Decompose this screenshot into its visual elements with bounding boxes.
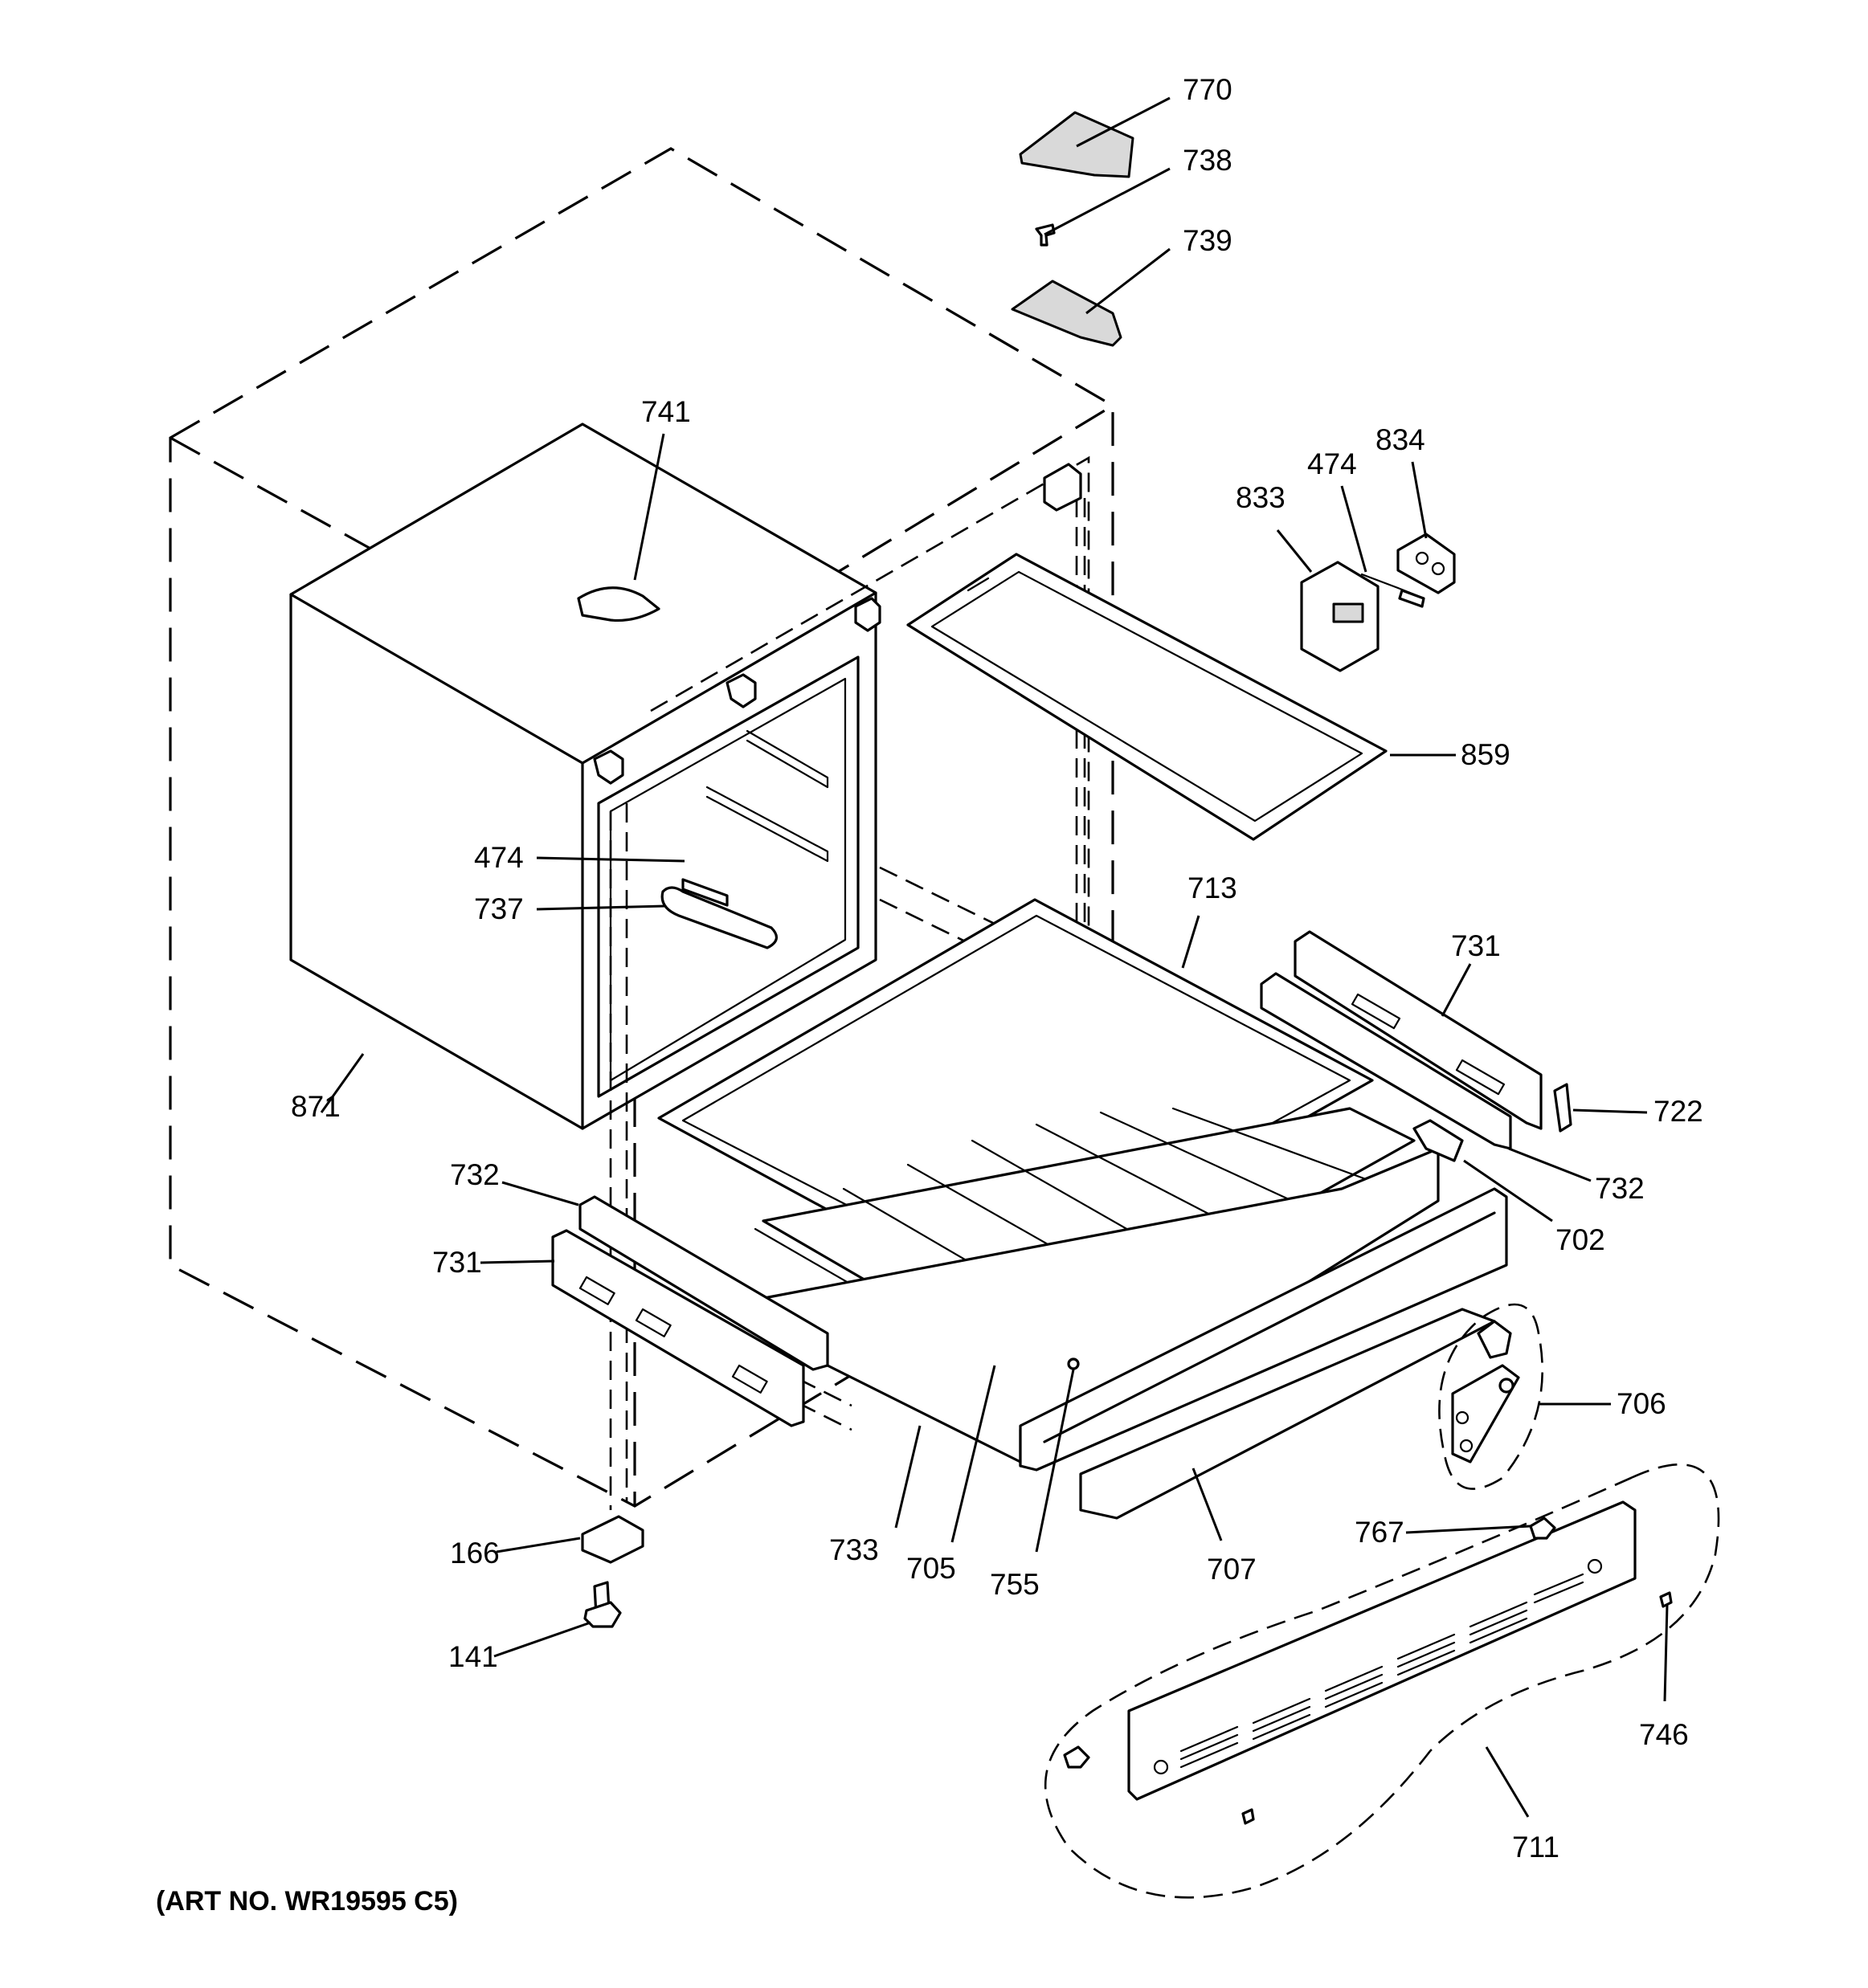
callout-705: 705: [906, 1552, 956, 1585]
callout-755: 755: [990, 1568, 1040, 1601]
drawer-bracket: [1412, 1119, 1464, 1162]
drawer-screw: [1067, 1357, 1080, 1370]
grille-clip-left: [1063, 1745, 1090, 1769]
callout-722: 722: [1653, 1095, 1703, 1128]
callout-737: 737: [474, 892, 524, 925]
callout-741: 741: [641, 395, 691, 428]
callout-labels: 770 738 739 741 834 474 833 859 474 737 …: [291, 73, 1703, 1863]
slide-rail-left-outer: [551, 1229, 805, 1427]
thermistor-lower: [681, 878, 729, 907]
callout-706: 706: [1617, 1387, 1666, 1420]
callout-767: 767: [1355, 1516, 1404, 1549]
callout-731-right: 731: [1451, 929, 1501, 962]
leg-bracket: [581, 1515, 644, 1564]
top-vent-plug: [577, 586, 660, 623]
callout-732-left: 732: [450, 1158, 500, 1191]
lower-hinge-assembly: [1438, 1303, 1543, 1490]
wire-connector: [1396, 533, 1456, 594]
callout-834: 834: [1375, 423, 1425, 456]
control-housing: [1300, 561, 1380, 672]
leveling-leg: [583, 1581, 622, 1628]
leader-lines: [320, 96, 1669, 1818]
callout-713: 713: [1187, 872, 1237, 904]
rail-end-cap: [1553, 1083, 1572, 1133]
grille-clip-767: [1529, 1517, 1556, 1540]
callout-770: 770: [1183, 73, 1232, 106]
callout-474-lower: 474: [474, 841, 524, 874]
callout-738: 738: [1183, 144, 1232, 177]
callout-707: 707: [1207, 1553, 1257, 1586]
callout-731-left: 731: [432, 1246, 482, 1279]
callout-733: 733: [829, 1533, 879, 1566]
callout-739: 739: [1183, 224, 1232, 257]
upper-glass-shelf: [906, 553, 1388, 841]
art-number: (ART NO. WR19595 C5): [156, 1886, 458, 1917]
slide-rail-right-outer: [1294, 930, 1543, 1130]
callout-474-upper: 474: [1307, 447, 1357, 480]
callout-833: 833: [1236, 481, 1286, 514]
callout-711: 711: [1512, 1831, 1559, 1863]
thermistor-upper-probe: [1398, 589, 1425, 608]
grille-screw-746: [1659, 1591, 1673, 1608]
callout-702: 702: [1555, 1223, 1605, 1256]
grille-assembly: [1044, 1463, 1720, 1899]
callout-732-right: 732: [1595, 1172, 1645, 1205]
light-lens: [660, 886, 778, 949]
callout-166: 166: [450, 1537, 500, 1570]
callout-746: 746: [1639, 1718, 1689, 1751]
callout-859: 859: [1461, 738, 1510, 771]
drawer-handle-trim: [1079, 1308, 1496, 1520]
slide-rail-left-inner: [578, 1195, 829, 1371]
callout-871: 871: [291, 1090, 341, 1123]
top-hinge-plate: [1011, 280, 1122, 347]
drawer-front-panel: [1019, 1187, 1508, 1472]
cabinet-liner: [289, 423, 881, 1130]
callout-141: 141: [448, 1640, 498, 1673]
hinge-cover: [1019, 111, 1134, 178]
grille-screw-bottom: [1241, 1808, 1255, 1825]
